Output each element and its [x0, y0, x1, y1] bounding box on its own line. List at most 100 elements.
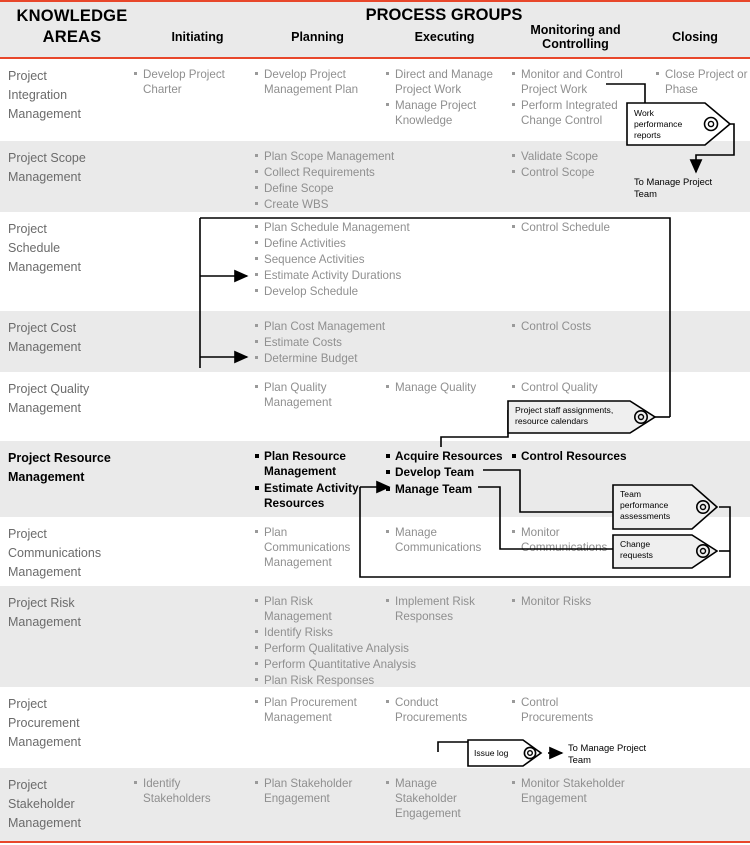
process-item: Control Procurements: [511, 695, 611, 725]
process-item: Define Activities: [254, 236, 434, 251]
process-item: Close Project or Phase: [655, 67, 750, 97]
table-row: Project Risk Management Plan Risk Manage…: [0, 586, 750, 687]
process-item: Plan Risk Responses: [254, 673, 374, 688]
table-row: Project Schedule Management Plan Schedul…: [0, 212, 750, 311]
cell-monitoring: Control Costs: [511, 319, 631, 335]
cell-monitoring: Control Resources: [511, 449, 641, 465]
process-item: Manage Project Knowledge: [385, 98, 503, 128]
cell-planning: Plan Communications Management: [254, 525, 354, 571]
process-item: Develop Team: [385, 465, 505, 480]
cell-planning: Plan Stakeholder Engagement: [254, 776, 366, 807]
process-item: Manage Stakeholder Engagement: [385, 776, 470, 821]
cell-planning: Plan Quality Management: [254, 380, 359, 411]
knowledge-area-label: Project Risk Management: [8, 596, 81, 629]
process-item: Control Quality: [511, 380, 629, 395]
process-item: Determine Budget: [254, 351, 414, 366]
knowledge-area-label: Project Quality Management: [8, 382, 90, 415]
process-item: Create WBS: [254, 197, 414, 212]
cell-monitoring: Control Procurements: [511, 695, 611, 726]
cell-planning: Plan Procurement Management: [254, 695, 364, 726]
process-item: Plan Stakeholder Engagement: [254, 776, 366, 806]
tag-label-work-performance-reports: Work performance reports: [634, 108, 683, 140]
cell-monitoring: Control Quality: [511, 380, 629, 396]
table-row: Project Stakeholder Management Identify …: [0, 768, 750, 841]
process-item: Direct and Manage Project Work: [385, 67, 503, 97]
process-item: Validate Scope: [511, 149, 629, 164]
table-row: Project Scope Management Plan Scope Mana…: [0, 141, 750, 212]
process-item: Sequence Activities: [254, 252, 434, 267]
cell-monitoring: Control Schedule: [511, 220, 641, 236]
bottom-red-rule: [0, 841, 750, 843]
process-item: Develop Project Charter: [133, 67, 245, 97]
cell-executing: Acquire Resources Develop Team Manage Te…: [385, 449, 505, 498]
cell-closing: Close Project or Phase: [655, 67, 750, 98]
process-item: Plan Communications Management: [254, 525, 354, 570]
tag-label-project-staff-assignments: Project staff assignments, resource cale…: [515, 405, 614, 426]
external-label-to-manage-project-team-top: To Manage Project Team: [634, 176, 713, 200]
process-item: Plan Schedule Management: [254, 220, 434, 235]
process-item: Perform Integrated Change Control: [511, 98, 629, 128]
process-item: Define Scope: [254, 181, 414, 196]
cell-planning: Plan Resource Management Estimate Activi…: [254, 449, 362, 512]
cell-planning: Plan Risk Management Identify Risks Perf…: [254, 594, 416, 689]
process-item: Identify Risks: [254, 625, 359, 640]
process-item: Monitor Communications: [511, 525, 621, 555]
knowledge-area-label: Project Stakeholder Management: [8, 778, 81, 830]
knowledge-area-label: Project Cost Management: [8, 321, 81, 354]
column-header-initiating: Initiating: [171, 30, 224, 44]
process-item: Acquire Resources: [385, 449, 505, 464]
table-row: Project Integration Management Develop P…: [0, 59, 750, 141]
tag-label-team-performance-assessments: Team performance assessments: [620, 489, 671, 521]
process-item: Implement Risk Responses: [385, 594, 490, 624]
top-red-rule: [0, 0, 750, 2]
process-item: Plan Cost Management: [254, 319, 414, 334]
process-item: Monitor Risks: [511, 594, 631, 609]
cell-planning: Develop Project Management Plan: [254, 67, 374, 98]
cell-initiating: Identify Stakeholders: [133, 776, 243, 807]
tag-label-change-requests: Change requests: [620, 539, 653, 560]
process-item: Develop Schedule: [254, 284, 434, 299]
knowledge-area-label: Project Scope Management: [8, 151, 86, 184]
column-header-monitoring-and-controlling: Monitoring and Controlling: [530, 23, 621, 52]
process-groups-header: PROCESS GROUPS: [365, 6, 523, 24]
column-header-planning: Planning: [291, 30, 344, 44]
process-item: Plan Quality Management: [254, 380, 359, 410]
process-item: Conduct Procurements: [385, 695, 485, 725]
process-item: Perform Qualitative Analysis: [254, 641, 409, 656]
table-row: Project Quality Management Plan Quality …: [0, 372, 750, 441]
cell-monitoring: Validate Scope Control Scope: [511, 149, 629, 181]
process-item: Plan Procurement Management: [254, 695, 364, 725]
process-item: Control Scope: [511, 165, 629, 180]
process-item: Control Schedule: [511, 220, 641, 235]
external-label-to-manage-project-team-bottom: To Manage Project Team: [568, 742, 647, 766]
knowledge-area-label: Project Communications Management: [8, 527, 102, 579]
process-item: Monitor Stakeholder Engagement: [511, 776, 651, 806]
cell-executing: Direct and Manage Project Work Manage Pr…: [385, 67, 503, 129]
column-header-closing: Closing: [672, 30, 718, 44]
cell-monitoring: Monitor and Control Project Work Perform…: [511, 67, 629, 129]
cell-executing: Implement Risk Responses: [385, 594, 490, 625]
knowledge-area-label: Project Resource Management: [8, 451, 111, 484]
cell-executing: Manage Communications: [385, 525, 490, 556]
table-header: KNOWLEDGE AREAS PROCESS GROUPS Initiatin…: [0, 2, 750, 57]
process-item: Develop Project Management Plan: [254, 67, 374, 97]
process-item: Monitor and Control Project Work: [511, 67, 629, 97]
process-item: Perform Quantitative Analysis: [254, 657, 416, 672]
table-row: Project Cost Management Plan Cost Manage…: [0, 311, 750, 372]
cell-executing: Conduct Procurements: [385, 695, 485, 726]
knowledge-area-label: Project Schedule Management: [8, 222, 81, 274]
cell-initiating: Develop Project Charter: [133, 67, 245, 98]
cell-monitoring: Monitor Communications: [511, 525, 621, 556]
process-item: Manage Team: [385, 482, 505, 497]
knowledge-areas-header: KNOWLEDGE AREAS: [16, 7, 128, 47]
process-item: Estimate Activity Durations: [254, 268, 434, 283]
process-item: Plan Scope Management: [254, 149, 414, 164]
cell-monitoring: Monitor Risks: [511, 594, 631, 610]
tag-label-issue-log: Issue log: [474, 748, 509, 758]
process-item: Plan Risk Management: [254, 594, 359, 624]
cell-planning: Plan Scope Management Collect Requiremen…: [254, 149, 414, 213]
cell-monitoring: Monitor Stakeholder Engagement: [511, 776, 651, 807]
process-item: Manage Communications: [385, 525, 490, 555]
cell-planning: Plan Schedule Management Define Activiti…: [254, 220, 434, 300]
